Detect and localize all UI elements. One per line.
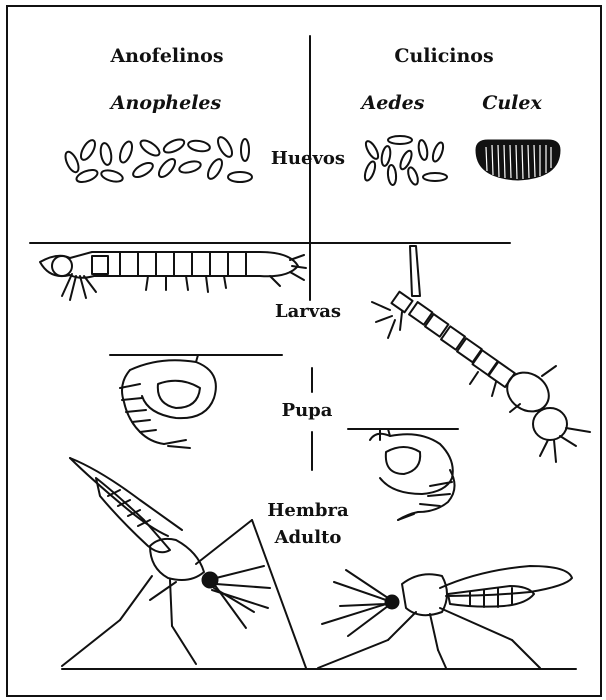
aedes-eggs [363, 136, 447, 186]
anopheles-eggs [63, 135, 252, 184]
culicine-pupa [370, 429, 455, 520]
genus-anopheles: Anopheles [109, 92, 222, 114]
anopheles-larva [40, 252, 306, 300]
header-anofelinos: Anofelinos [109, 45, 223, 67]
genus-culex: Culex [482, 92, 542, 114]
anopheles-adult [62, 458, 306, 668]
stage-eggs-label: Huevos [271, 148, 345, 169]
stage-pupa-label: Pupa [282, 400, 333, 421]
header-culicinos: Culicinos [394, 45, 493, 67]
stage-larvae-label: Larvas [275, 301, 341, 322]
anopheles-pupa [120, 355, 216, 448]
culicine-adult [318, 566, 572, 668]
stage-adult-label-line1: Hembra [267, 500, 349, 521]
stage-adult-label-line2: Adulto [274, 527, 342, 548]
genus-aedes: Aedes [360, 92, 425, 114]
culex-egg-raft [476, 140, 560, 180]
